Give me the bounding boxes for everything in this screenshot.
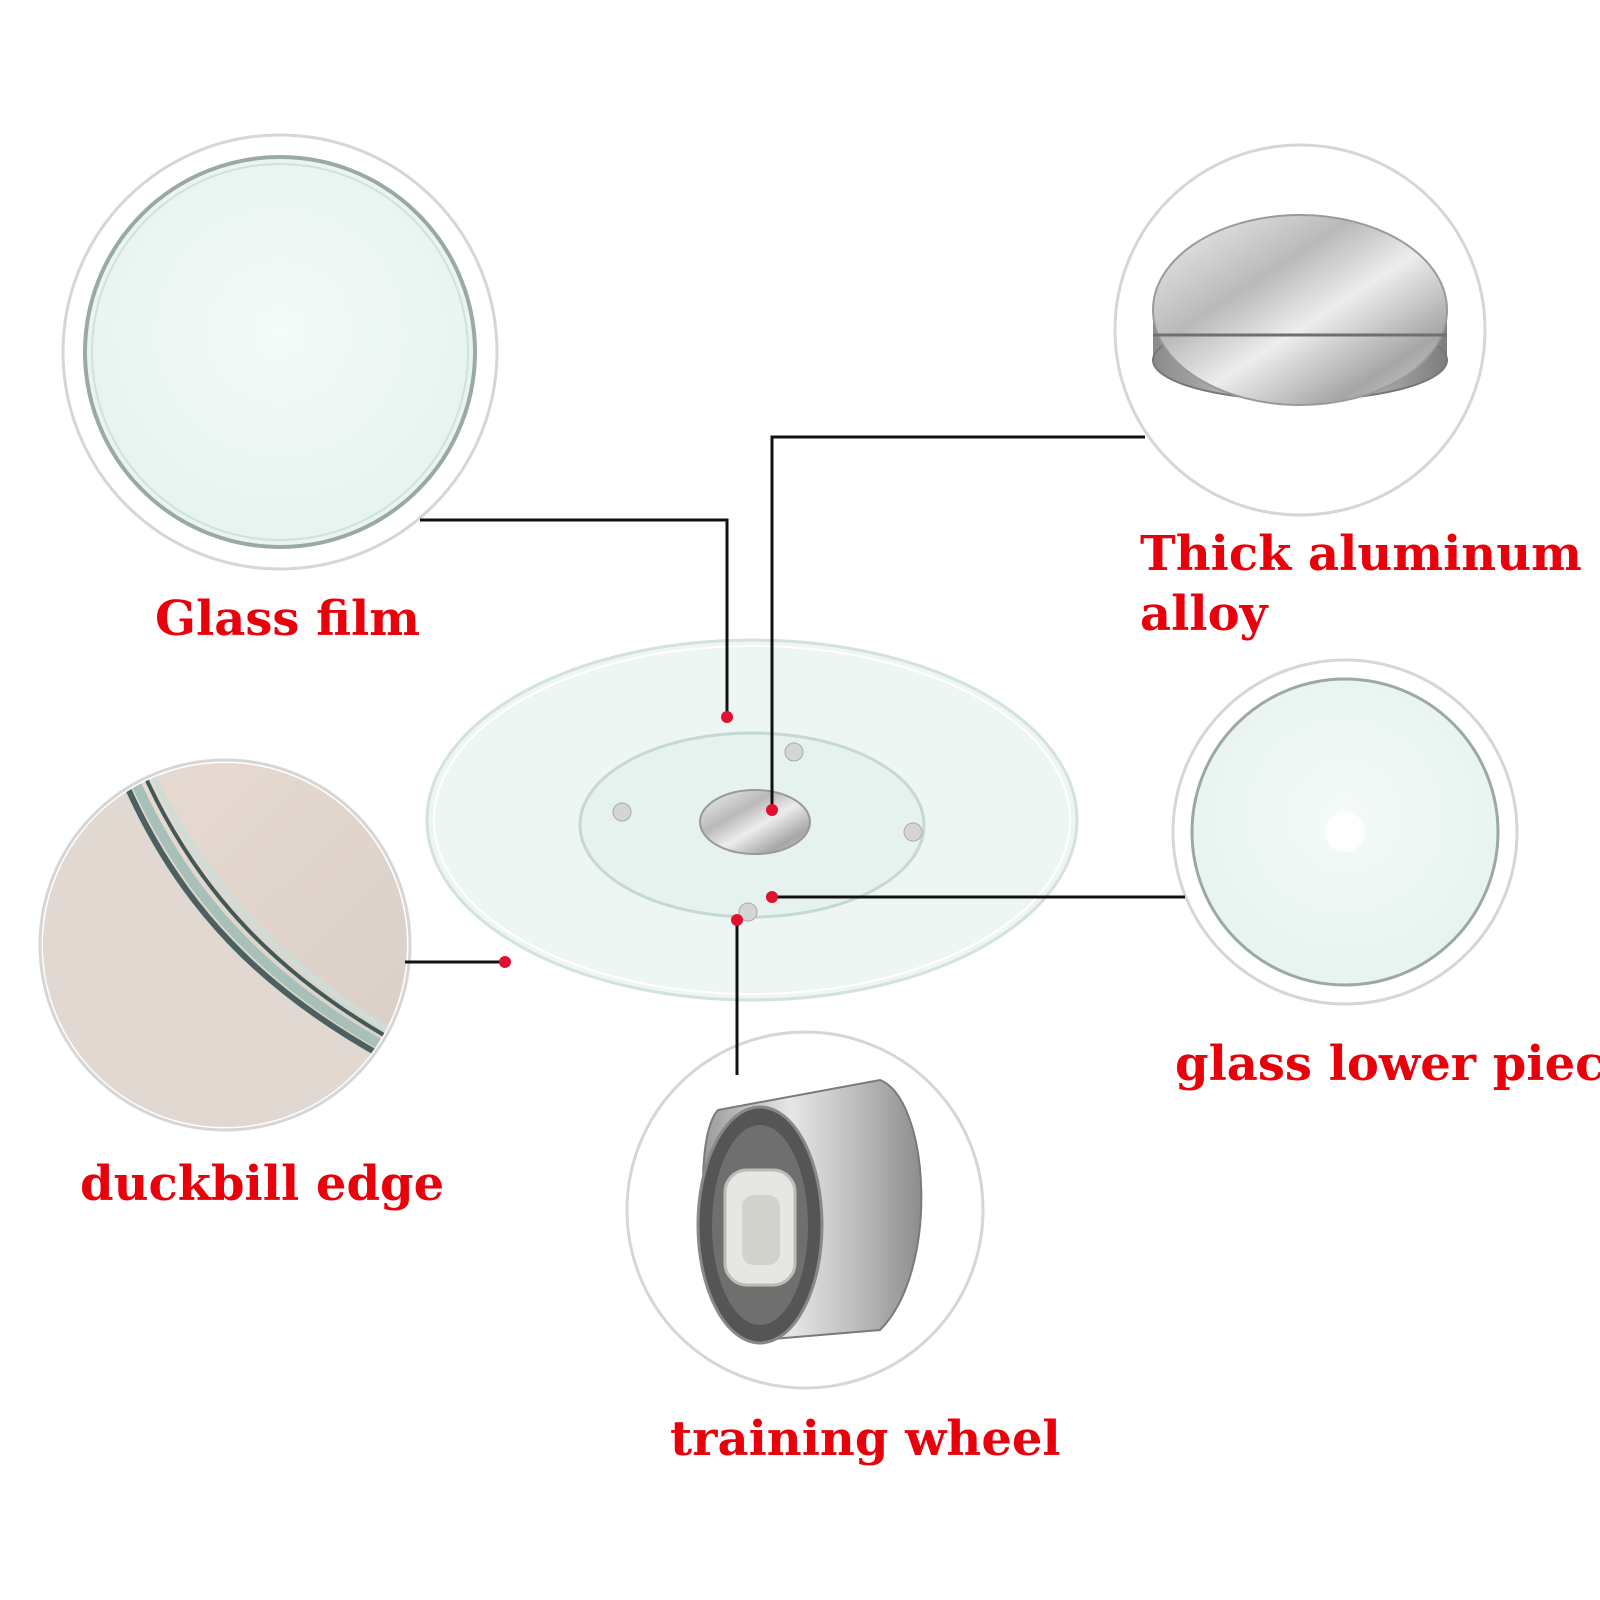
label-training-wheel: training wheel [670, 1411, 1061, 1467]
leader-glass-film [420, 518, 729, 717]
leader-lines [405, 435, 1185, 1075]
duckbill-callout [38, 758, 412, 1132]
glass-lower-callout [1171, 658, 1519, 1006]
center-hub [699, 789, 811, 855]
marker-dot [731, 914, 743, 926]
aluminum-callout [1113, 143, 1487, 517]
marker-dot [766, 891, 778, 903]
marker-dot [721, 711, 733, 723]
marker-dots [499, 711, 778, 968]
label-glass-lower-piece: glass lower piece [1175, 1036, 1600, 1092]
label-thick-aluminum: Thick aluminum [1140, 526, 1582, 582]
label-alloy: alloy [1140, 586, 1268, 642]
wheel-icon [696, 1078, 923, 1345]
label-glass-film: Glass film [155, 591, 421, 647]
training-wheel-callout [625, 1030, 985, 1390]
marker-dot [766, 804, 778, 816]
glass-edge-icon [43, 763, 407, 1127]
glass-film-callout [61, 133, 499, 571]
leader-aluminum [770, 435, 1145, 810]
turntable-icon [425, 638, 1079, 1002]
glass-disc-icon [83, 155, 477, 549]
screw-icon [612, 742, 923, 922]
aluminum-disc-icon [1152, 214, 1448, 406]
marker-dot [499, 956, 511, 968]
label-duckbill-edge: duckbill edge [80, 1156, 445, 1212]
